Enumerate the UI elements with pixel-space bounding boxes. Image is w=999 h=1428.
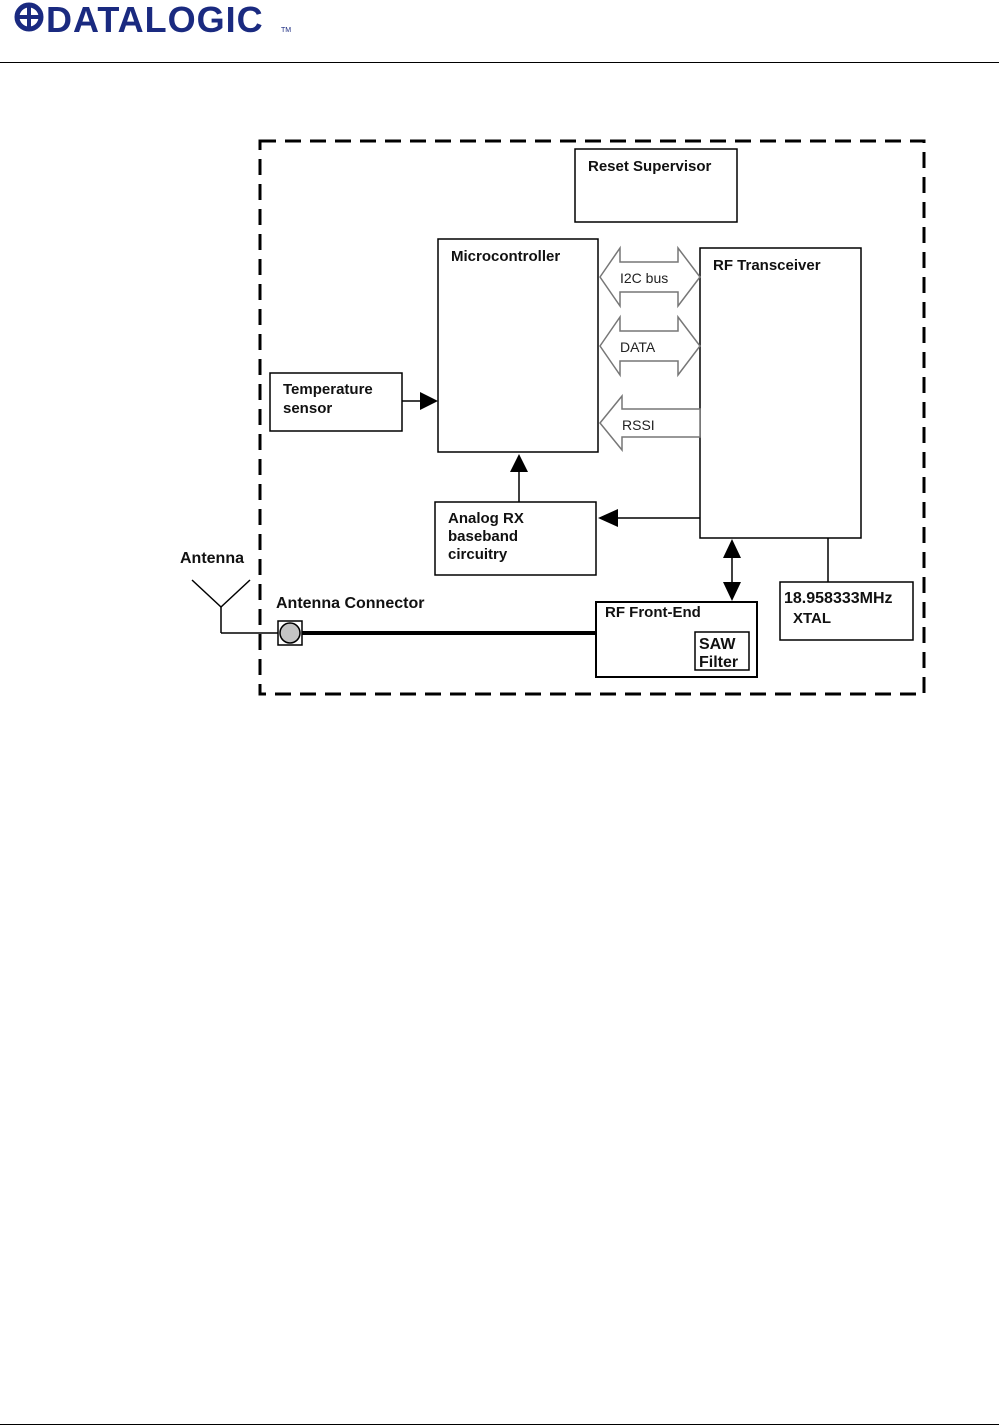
analog-rx-label-1: Analog RX [448, 510, 524, 527]
transceiver-frontend-arrowhead-down [723, 582, 741, 601]
analog-rx-block: Analog RX baseband circuitry [435, 502, 596, 575]
microcontroller-label: Microcontroller [451, 248, 560, 265]
antenna-connector-icon [278, 621, 302, 645]
temperature-sensor-block: Temperature sensor [270, 373, 402, 431]
xtal-label: XTAL [793, 610, 831, 627]
rssi-label: RSSI [622, 417, 655, 433]
saw-filter-label-1: SAW [699, 636, 736, 653]
rf-front-end-label: RF Front-End [605, 604, 701, 621]
rf-transceiver-block: RF Transceiver [700, 248, 861, 538]
xtal-block: 18.958333MHz XTAL [780, 582, 913, 640]
analog-to-mcu-arrowhead [510, 454, 528, 472]
data-bus-arrow: DATA [600, 317, 700, 375]
rssi-arrow: RSSI [600, 396, 700, 450]
analog-rx-label-3: circuitry [448, 546, 508, 563]
temp-to-mcu-arrowhead [420, 392, 438, 410]
i2c-bus-arrow: I2C bus [600, 248, 700, 306]
temperature-sensor-label-1: Temperature [283, 381, 373, 398]
footer-rule [0, 1424, 999, 1425]
saw-filter-label-2: Filter [699, 654, 738, 671]
transceiver-to-analog-arrowhead [598, 509, 618, 527]
analog-rx-label-2: baseband [448, 528, 518, 545]
antenna-label: Antenna [180, 550, 244, 567]
antenna-icon [192, 580, 278, 633]
reset-supervisor-block: Reset Supervisor [575, 149, 737, 222]
temperature-sensor-label-2: sensor [283, 400, 332, 417]
rf-transceiver-label: RF Transceiver [713, 257, 821, 274]
i2c-bus-label: I2C bus [620, 270, 668, 286]
antenna-connector-label: Antenna Connector [276, 595, 424, 612]
microcontroller-block: Microcontroller [438, 239, 598, 452]
data-bus-label: DATA [620, 339, 656, 355]
rf-front-end-block: RF Front-End SAW Filter [596, 602, 757, 677]
xtal-frequency-label: 18.958333MHz [784, 590, 893, 607]
reset-supervisor-label: Reset Supervisor [588, 158, 712, 175]
transceiver-frontend-arrowhead-up [723, 539, 741, 558]
